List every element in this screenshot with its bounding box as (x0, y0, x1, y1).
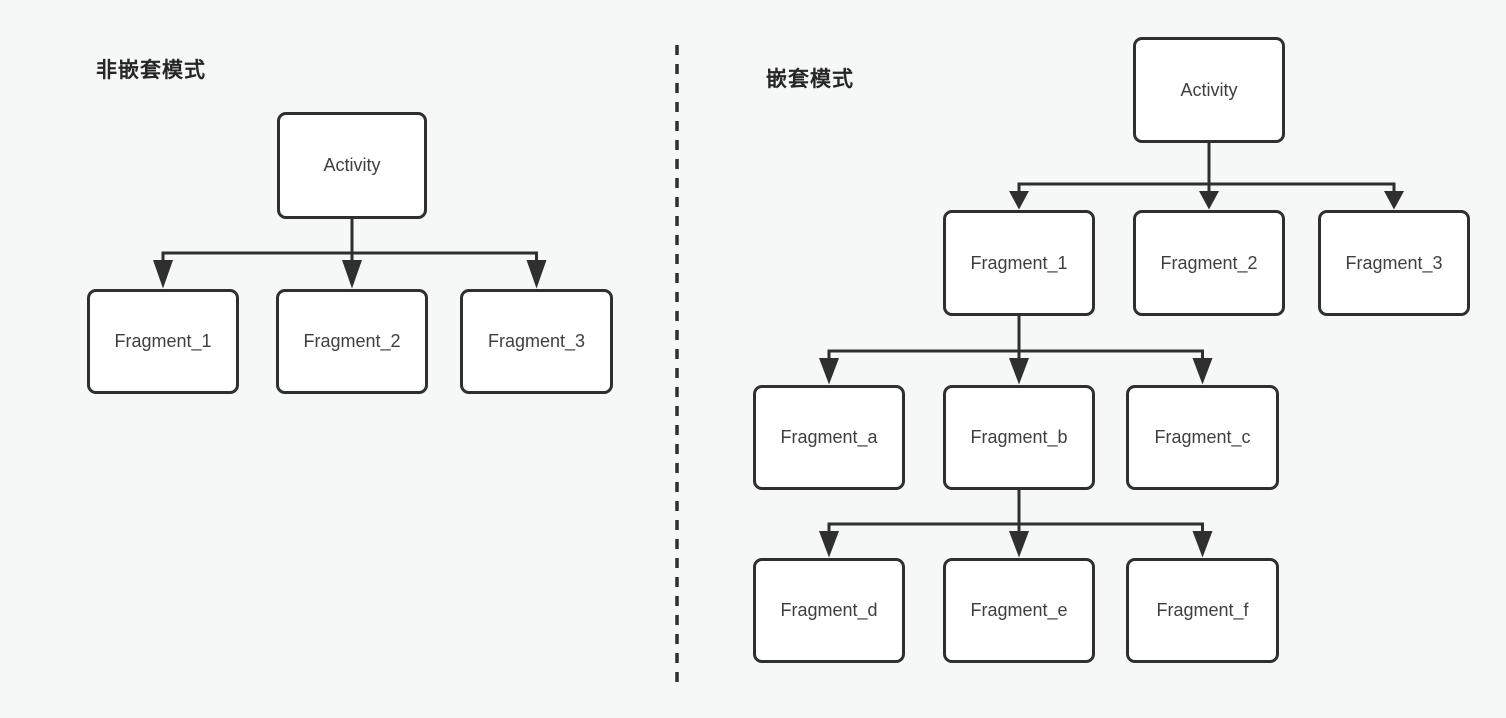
arrow-down-icon (1199, 191, 1219, 210)
node-nested-fragment-b: Fragment_b (943, 385, 1095, 490)
arrow-down-icon (526, 260, 547, 289)
node-nested-fragment-e: Fragment_e (943, 558, 1095, 663)
arrow-down-icon (1192, 531, 1213, 558)
node-nested-activity: Activity (1133, 37, 1285, 143)
arrow-down-icon (1009, 358, 1029, 385)
node-nonnested-activity: Activity (277, 112, 427, 219)
node-nonnested-fragment-3: Fragment_3 (460, 289, 613, 394)
node-nonnested-fragment-1: Fragment_1 (87, 289, 239, 394)
arrow-down-icon (342, 260, 362, 289)
arrow-down-icon (819, 531, 839, 558)
arrow-down-icon (819, 358, 839, 385)
node-nested-fragment-a: Fragment_a (753, 385, 905, 490)
panel-title-nested: 嵌套模式 (766, 68, 854, 91)
panel-title-non-nested: 非嵌套模式 (96, 59, 206, 82)
arrow-down-icon (1009, 191, 1029, 210)
node-nonnested-fragment-2: Fragment_2 (276, 289, 428, 394)
node-nested-fragment-d: Fragment_d (753, 558, 905, 663)
edges-nonnested-activity-children (153, 219, 547, 289)
node-nested-fragment-2: Fragment_2 (1133, 210, 1285, 316)
edges-nested-fragmentb-children (819, 489, 1213, 558)
node-nested-fragment-3: Fragment_3 (1318, 210, 1470, 316)
node-nested-fragment-1: Fragment_1 (943, 210, 1095, 316)
arrow-down-icon (153, 260, 173, 289)
node-nested-fragment-c: Fragment_c (1126, 385, 1279, 490)
node-nested-fragment-f: Fragment_f (1126, 558, 1279, 663)
edges-nested-activity-children (1009, 142, 1404, 210)
arrow-down-icon (1009, 531, 1029, 558)
arrow-down-icon (1192, 358, 1213, 385)
arrow-down-icon (1384, 191, 1404, 210)
edges-nested-fragment1-children (819, 315, 1213, 385)
